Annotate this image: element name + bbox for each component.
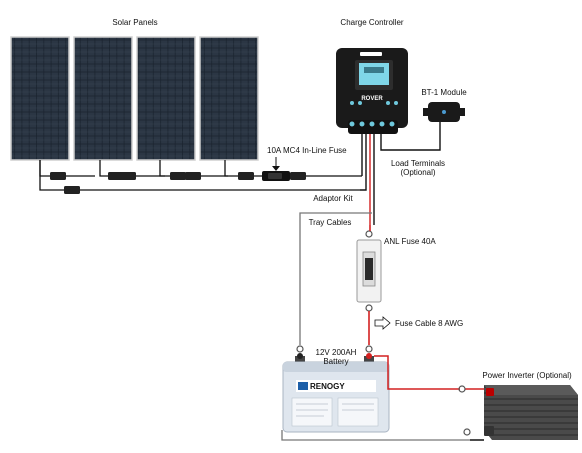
- load-terminals-label: Load Terminals: [391, 159, 445, 168]
- tray-cable: [281, 212, 470, 441]
- solar-panel: [73, 36, 133, 161]
- load-terminals-sublabel: (Optional): [400, 168, 435, 177]
- adaptor-kit-label: Adaptor Kit: [313, 194, 353, 203]
- controller-wires: [360, 122, 441, 225]
- bt1-module-label: BT-1 Module: [421, 88, 467, 97]
- tray-cables-label: Tray Cables: [309, 218, 352, 227]
- mc4-connectors: [50, 172, 306, 194]
- power-inverter: [484, 385, 578, 440]
- battery-logo: RENOGY: [310, 382, 345, 391]
- power-inverter-label: Power Inverter (Optional): [482, 371, 572, 380]
- anl-fuse-label: ANL Fuse 40A: [384, 237, 436, 246]
- solar-panel: [136, 36, 196, 161]
- mc4-fuse-label: 10A MC4 In-Line Fuse: [267, 146, 347, 155]
- mc4-inline-fuse: [262, 171, 290, 181]
- fuse-cable-arrow: [374, 316, 391, 330]
- battery-logo-mark: [298, 382, 308, 390]
- fuse-cable: [368, 225, 371, 345]
- controller-logo: ROVER: [361, 96, 383, 102]
- solar-panel: [10, 36, 70, 161]
- battery-sublabel: Battery: [323, 357, 348, 366]
- solar-panel-array: [10, 36, 259, 161]
- inverter-wires: [374, 355, 484, 441]
- controller-screen: [359, 63, 389, 85]
- solar-panels-label: Solar Panels: [112, 18, 157, 27]
- inverter-ring-terminals: [458, 385, 471, 436]
- fuse-pointer-arrow: [272, 157, 280, 171]
- anl-fuse: [356, 230, 382, 312]
- fuse-cable-label: Fuse Cable 8 AWG: [395, 319, 463, 328]
- charge-controller-label: Charge Controller: [340, 18, 403, 27]
- battery-terminal-rings: [296, 345, 373, 353]
- solar-panel: [199, 36, 259, 161]
- battery-label: 12V 200AH: [316, 348, 357, 357]
- battery-posts: [295, 353, 374, 362]
- bt1-module: [423, 102, 465, 122]
- charge-controller: ROVER: [336, 48, 408, 134]
- battery: RENOGY: [282, 361, 390, 433]
